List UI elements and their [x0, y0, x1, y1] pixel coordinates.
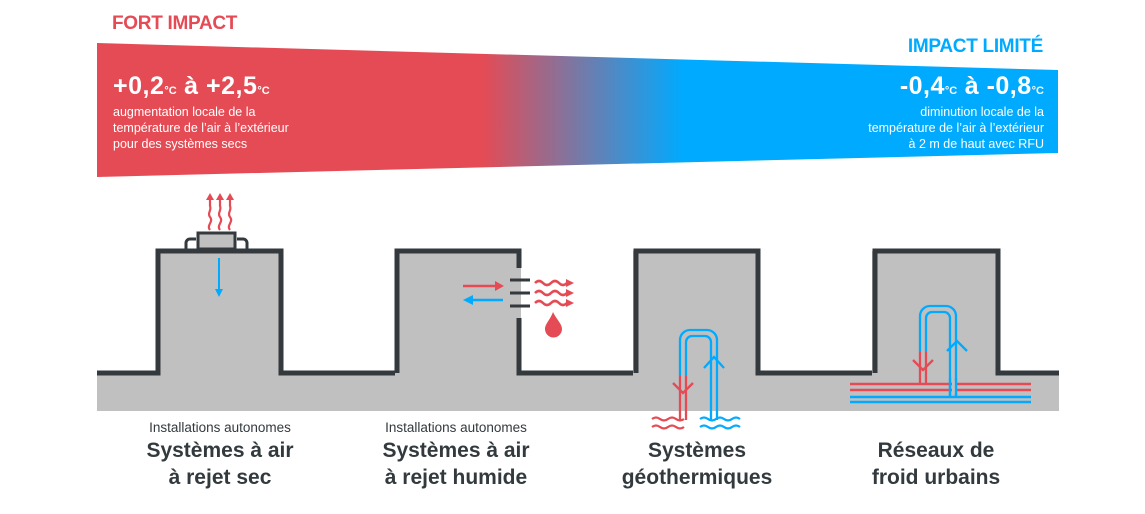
- range-to: -0,8: [986, 72, 1032, 100]
- district-cooling-network-icon: [850, 304, 1031, 404]
- high-impact-title: FORT IMPACT: [112, 13, 238, 34]
- unit: °C: [164, 85, 177, 97]
- range-to: +2,5: [206, 72, 258, 100]
- caption-title-line: géothermiques: [621, 466, 773, 489]
- dry-heat-rejection-icon: [184, 193, 249, 297]
- caption-subtitle: [577, 420, 817, 437]
- caption-title-line: à rejet humide: [384, 466, 528, 489]
- low-impact-range: -0,4°C à -0,8°C: [900, 72, 1044, 101]
- range-from: -0,4: [899, 72, 945, 100]
- description-line: augmentation locale de la: [113, 105, 256, 119]
- range-connector: à: [184, 72, 199, 100]
- low-impact-description: diminution locale de la température de l…: [868, 104, 1044, 152]
- water-drop-icon: [545, 312, 562, 338]
- description-line: température de l’air à l’extérieur: [113, 121, 289, 135]
- range-connector: à: [964, 72, 980, 100]
- building-3: [633, 248, 875, 376]
- range-from: +0,2: [113, 72, 165, 100]
- caption-title-line: Systèmes: [647, 439, 747, 462]
- caption-subtitle: Installations autonomes: [149, 420, 291, 435]
- wet-heat-rejection-icon: [463, 278, 574, 338]
- description-line: à 2 m de haut avec RFU: [908, 137, 1044, 151]
- caption-title-line: froid urbains: [871, 466, 1001, 489]
- impact-gradient-band: [97, 43, 1058, 177]
- low-impact-title: IMPACT LIMITÉ: [907, 36, 1043, 57]
- system-caption-wet-air: Installations autonomes Systèmes à air à…: [336, 420, 576, 491]
- building-2: [394, 248, 636, 376]
- building-4: [872, 248, 1059, 376]
- description-line: pour des systèmes secs: [113, 137, 248, 151]
- building-1: [97, 248, 397, 376]
- caption-title-line: Réseaux de: [877, 439, 995, 462]
- unit: °C: [1031, 85, 1044, 97]
- description-line: diminution locale de la: [920, 105, 1044, 119]
- unit: °C: [944, 85, 958, 97]
- caption-title-line: Systèmes à air: [146, 439, 294, 462]
- caption-subtitle: Installations autonomes: [385, 420, 527, 435]
- caption-title-line: Systèmes à air: [382, 439, 530, 462]
- system-caption-district-cooling: Réseaux de froid urbains: [816, 420, 1056, 491]
- system-caption-geothermal: Systèmes géothermiques: [577, 420, 817, 491]
- caption-subtitle: [816, 420, 1056, 437]
- caption-title-line: à rejet sec: [168, 466, 272, 489]
- high-impact-description: augmentation locale de la température de…: [113, 104, 289, 152]
- geothermal-loop-icon: [651, 328, 741, 430]
- unit: °C: [257, 85, 270, 97]
- system-caption-dry-air: Installations autonomes Systèmes à air à…: [100, 420, 340, 491]
- high-impact-range: +0,2°C à +2,5°C: [113, 72, 270, 101]
- description-line: température de l’air à l’extérieur: [868, 121, 1044, 135]
